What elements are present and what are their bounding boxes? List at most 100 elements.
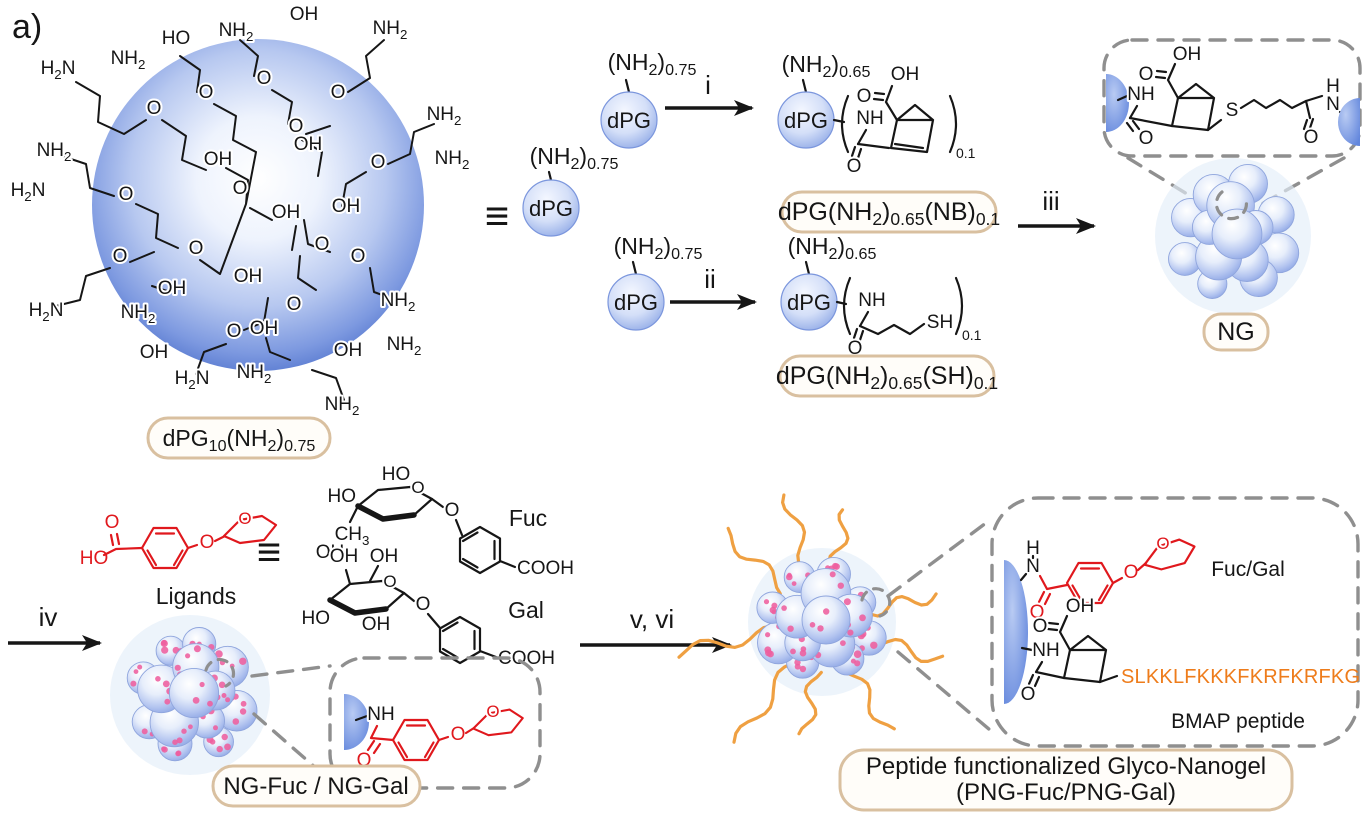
dpg-half-disc [1106, 74, 1129, 132]
o-label: O [1139, 128, 1154, 149]
benzene-ring [140, 526, 190, 570]
dpg-macromolecule-sphere: H2N NH2 HO NH2 OH NH2 NH2 H2N NH2 NH2 H2… [9, 2, 471, 460]
ho-label: HO [328, 486, 357, 507]
o-label: O [383, 572, 396, 591]
oh-label: OH [1066, 596, 1095, 617]
acid-bonds [1046, 614, 1072, 652]
nh2-label: NH2 [237, 362, 272, 386]
nh2-label: NH2 [427, 104, 462, 128]
sugar-ring-bold [327, 597, 389, 616]
ng-nanogel-cluster [1155, 158, 1311, 314]
equivalence-symbol: ≡ [257, 528, 282, 575]
bond [437, 735, 450, 742]
reaction-arrow-v-vi: v, vi [580, 604, 732, 653]
bond [478, 649, 498, 659]
png-label-line2: (PNG-Fuc/PNG-Gal) [956, 779, 1176, 806]
ligand-structure: HO O O O Ligands [78, 507, 278, 609]
png-label-box [838, 748, 1294, 812]
ng-label-box [1202, 312, 1270, 352]
o-label: O [1021, 684, 1036, 705]
bond [430, 497, 445, 509]
subscript-01: 0.1 [956, 145, 976, 161]
reaction-arrow-iii: iii [1018, 186, 1096, 234]
butanamide-chain [1239, 98, 1315, 131]
oh-label: OH [294, 134, 323, 155]
amide-carbonyl [850, 128, 868, 160]
o-label: O [227, 321, 242, 342]
o-label: O [257, 68, 272, 89]
o-label: O [315, 234, 330, 255]
amide-carbonyl [366, 724, 395, 755]
h-label: H [1326, 76, 1340, 97]
o-label: O [1156, 534, 1169, 553]
oh-label: OH [290, 4, 319, 25]
nh2-label: NH2 [381, 290, 416, 314]
dpg-nb-formula: dPG(NH2)0.65(NB)0.1 [778, 198, 1000, 229]
sugar-ring-bold [355, 503, 417, 522]
oh-label: OH [234, 266, 263, 287]
zoom-hook-arc [860, 587, 892, 618]
benzene-ring [391, 718, 441, 762]
dpg10-label-box [146, 416, 332, 460]
n-label: N [1326, 94, 1340, 115]
ho-label: HO [162, 28, 191, 49]
callout-outline [990, 496, 1360, 748]
oh-label: OH [158, 278, 187, 299]
o-label: O [189, 238, 204, 259]
o-label: O [371, 152, 386, 173]
o-label: O [200, 532, 215, 553]
png-product-label: Peptide functionalized Glyco-Nanogel (PN… [838, 748, 1294, 812]
acid-bonds [1154, 62, 1180, 100]
dpg-sh-label-box [778, 354, 996, 398]
bond [498, 559, 517, 569]
fucose-structure: O HO HO CH3 OH O COOH Fuc [314, 462, 576, 581]
reaction-arrow-iv: iv [8, 602, 102, 651]
norbornane-ring [1170, 82, 1216, 132]
oh-label: OH [330, 546, 359, 567]
product-dpg-sh: (NH2)0.65 dPG NH O SH 0.1 dPG(NH2)0.65(S… [776, 233, 998, 398]
ho-label: HO [382, 464, 411, 485]
dpg-half-disc [1338, 98, 1360, 146]
norbornene-ring [889, 103, 935, 154]
png-nanogel-cluster [677, 493, 945, 744]
oh-label: OH [316, 542, 345, 563]
nh2-label: NH2 [435, 148, 470, 172]
ng-fuc-gal-label-box [211, 764, 422, 808]
png-label-line1: Peptide functionalized Glyco-Nanogel [866, 753, 1266, 780]
dpg10-formula: dPG10(NH2)0.75 [163, 425, 316, 455]
dpg-node-label: dPG [607, 108, 651, 133]
left-paren [840, 94, 850, 154]
o-label: O [238, 509, 251, 528]
fuc-gal-label: Fuc/Gal [1211, 558, 1285, 581]
dpg-node-label: dPG [787, 290, 831, 315]
ng-fuc-gal-label: NG-Fuc / NG-Gal [223, 773, 408, 800]
nh2-075-label: (NH2)0.75 [530, 143, 619, 173]
o-label: O [847, 156, 862, 177]
nh2-label: NH2 [325, 394, 360, 418]
step-iv-label: iv [39, 602, 58, 632]
o-label: O [416, 594, 431, 615]
dpg-node-reactant-ii: (NH2)0.75 dPG [607, 233, 702, 331]
dpg-circle [600, 91, 658, 149]
gal-label: Gal [508, 597, 544, 623]
h2n-label: H2N [41, 58, 76, 82]
nh-label: NH [367, 704, 394, 725]
thiol-chain [858, 322, 926, 336]
norbornane-ring [1062, 634, 1108, 684]
oh-label: OH [1173, 44, 1202, 65]
amide-carbonyl [1027, 660, 1066, 688]
zoom-hook-arc [204, 657, 236, 688]
amide-carbonyl [1037, 574, 1069, 606]
bond [1020, 646, 1034, 652]
panel-label: a) [12, 8, 42, 46]
o-label: O [1033, 616, 1048, 637]
h2n-label: H2N [29, 300, 64, 324]
o-label: O [147, 98, 162, 119]
o-label: O [199, 82, 214, 103]
nh-label: NH [856, 108, 883, 129]
right-paren [954, 276, 964, 336]
callout-funnel-lines [886, 518, 992, 732]
left-paren [842, 276, 852, 336]
nh2-065-label: (NH2)0.65 [782, 51, 871, 81]
fuc-label: Fuc [509, 505, 547, 531]
